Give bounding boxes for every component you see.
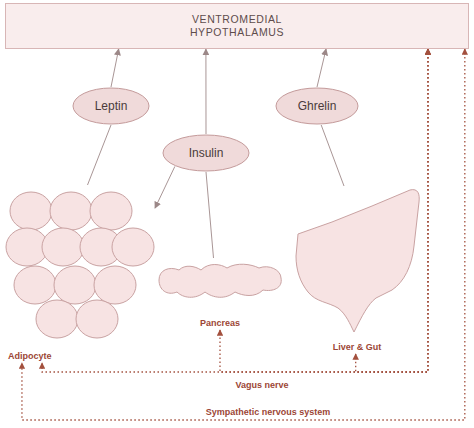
organ-label: Adipocyte (8, 351, 52, 361)
node-illustration (292, 186, 422, 354)
fat-cell (94, 266, 136, 304)
hormone-arrow (317, 49, 326, 87)
hormone-arrow (88, 125, 112, 185)
fat-cell (54, 266, 96, 304)
hypothalamus-band: VENTROMEDIAL HYPOTHALAMUS (5, 3, 469, 49)
hormone-arrow (155, 166, 175, 208)
nerve-pathway (42, 49, 428, 372)
hormone-arrow (321, 125, 344, 186)
hormone-arrow (205, 49, 206, 134)
edge-label-holder: Sympathetic nervous system (204, 401, 333, 419)
nerve-label: Sympathetic nervous system (204, 407, 333, 417)
organ-label: Pancreas (200, 318, 240, 328)
liver-node: Liver & Gut (292, 186, 422, 354)
organ-label: Liver & Gut (333, 342, 382, 352)
ellipse-outline (163, 135, 249, 171)
hormone-name: Ghrelin (298, 99, 337, 113)
fat-cell (14, 266, 56, 304)
fat-cell (42, 228, 84, 266)
adipocyte-node: Adipocyte (5, 185, 155, 363)
hormone-arrow (206, 172, 214, 258)
nerve-pathway (220, 49, 428, 372)
fat-cell (90, 192, 132, 230)
hormone-name: Insulin (189, 146, 224, 160)
fat-cell (112, 228, 154, 266)
fat-cell (36, 300, 78, 338)
pancreas-node: Pancreas (155, 258, 285, 330)
nerve-pathway (22, 49, 465, 420)
liver-shape (296, 190, 419, 332)
fat-cell (50, 192, 92, 230)
nerve-label: Vagus nerve (233, 380, 290, 390)
hormone-ellipse: Ghrelin (275, 87, 359, 125)
hormone-name: Leptin (95, 99, 128, 113)
hormone-ellipse: Insulin (162, 134, 250, 172)
hormone-ellipse: Leptin (72, 87, 150, 125)
region-title: VENTROMEDIAL HYPOTHALAMUS (177, 13, 297, 39)
edge-label-holder: Vagus nerve (233, 374, 290, 392)
fat-cell (76, 300, 118, 338)
node-illustration (5, 185, 155, 363)
fat-cell (10, 192, 52, 230)
pancreas-shape (159, 264, 281, 297)
ellipse-outline (73, 88, 149, 124)
ellipse-outline (276, 88, 358, 124)
hormone-arrow (111, 49, 119, 87)
